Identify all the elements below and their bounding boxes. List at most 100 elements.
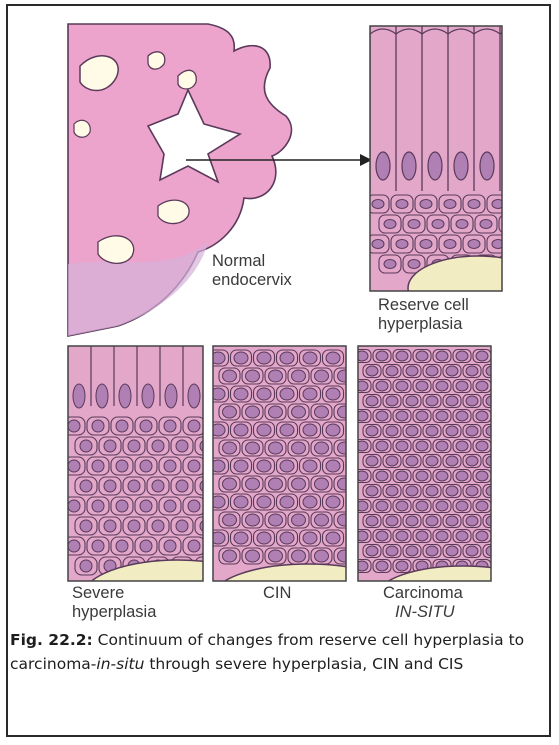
cis-nucleus (406, 516, 418, 526)
cis-nucleus (366, 456, 378, 466)
cin-nucleus (269, 550, 283, 562)
cis-nucleus (386, 546, 398, 556)
severe-nucleus (116, 500, 128, 512)
cis-nucleus (366, 516, 378, 526)
cis-nucleus (446, 456, 458, 466)
severe-nucleus (68, 540, 80, 552)
cis-nucleus (416, 411, 428, 421)
basal-nucleus (444, 200, 456, 209)
cin-nucleus (246, 442, 260, 454)
severe-nucleus (80, 560, 92, 572)
reserve-cell-panel (367, 26, 548, 320)
cis-nucleus (466, 486, 478, 496)
nucleus (506, 152, 520, 180)
severe-nucleus (80, 440, 92, 452)
basal-nucleus (468, 240, 480, 249)
cin-nucleus (315, 406, 329, 418)
label-carcinoma-in-situ: Carcinoma IN-SITU (383, 584, 463, 622)
label-carcinoma-line1: Carcinoma (383, 584, 463, 603)
severe-nucleus (200, 440, 212, 452)
cin-nucleus (269, 442, 283, 454)
severe-nucleus (92, 500, 104, 512)
cin-nucleus (246, 478, 260, 490)
severe-nucleus (152, 440, 164, 452)
cin-nucleus (326, 424, 340, 436)
severe-nucleus (140, 420, 152, 432)
cis-nucleus (456, 531, 468, 541)
cis-nucleus (376, 531, 388, 541)
cis-nucleus (486, 426, 498, 436)
basal-nucleus (396, 240, 408, 249)
cin-nucleus (257, 424, 271, 436)
cis-nucleus (456, 441, 468, 451)
basal-nucleus (504, 260, 516, 269)
cis-nucleus (416, 441, 428, 451)
cin-nucleus (338, 478, 352, 490)
cin-nucleus (280, 532, 294, 544)
label-severe-hyperplasia: Severe hyperplasia (72, 584, 156, 622)
severe-nucleus (92, 540, 104, 552)
cis-nucleus (446, 516, 458, 526)
cis-nucleus (476, 531, 488, 541)
cis-nucleus (386, 366, 398, 376)
nucleus (402, 152, 416, 180)
cin-nucleus (246, 406, 260, 418)
cis-nucleus (486, 366, 498, 376)
label-reserve-line2: hyperplasia (378, 315, 469, 334)
cis-nucleus (446, 366, 458, 376)
basal-nucleus (420, 200, 432, 209)
cis-nucleus (456, 351, 468, 361)
cis-nucleus (416, 381, 428, 391)
cin-nucleus (292, 370, 306, 382)
cin-nucleus (280, 496, 294, 508)
severe-nucleus (92, 420, 104, 432)
basal-nucleus (384, 260, 396, 269)
severe-nucleus (164, 500, 176, 512)
severe-nucleus (68, 420, 80, 432)
cin-nucleus (292, 550, 306, 562)
basal-nucleus (396, 200, 408, 209)
cin-nucleus (234, 532, 248, 544)
cin-nucleus (315, 370, 329, 382)
cin-nucleus (269, 478, 283, 490)
label-normal-line1: Normal (212, 252, 292, 271)
cis-nucleus (436, 471, 448, 481)
severe-nucleus (188, 420, 200, 432)
severe-nucleus (128, 440, 140, 452)
basal-nucleus (480, 220, 492, 229)
severe-nucleus (68, 460, 80, 472)
cin-nucleus (292, 478, 306, 490)
cin-nucleus (315, 442, 329, 454)
cin-nucleus (338, 550, 352, 562)
cin-nucleus (303, 424, 317, 436)
severe-nucleus (116, 540, 128, 552)
cis-nucleus (426, 456, 438, 466)
cis-nucleus (486, 486, 498, 496)
cis-nucleus (366, 486, 378, 496)
cis-nucleus (426, 396, 438, 406)
basal-nucleus (504, 220, 516, 229)
cis-nucleus (476, 471, 488, 481)
cis-nucleus (426, 516, 438, 526)
cis-nucleus (376, 351, 388, 361)
cis-nucleus (386, 516, 398, 526)
cis-nucleus (436, 441, 448, 451)
severe-nucleus (188, 460, 200, 472)
cis-nucleus (486, 456, 498, 466)
cis-nucleus (426, 426, 438, 436)
cin-nucleus (269, 514, 283, 526)
cis-nucleus (376, 561, 388, 571)
cis-nucleus (466, 456, 478, 466)
cis-nucleus (426, 366, 438, 376)
cis-nucleus (426, 546, 438, 556)
cis-nucleus (376, 471, 388, 481)
label-normal-endocervix: Normal endocervix (212, 252, 292, 290)
cis-nucleus (466, 426, 478, 436)
label-severe-line2: hyperplasia (72, 603, 156, 622)
cin-nucleus (257, 460, 271, 472)
severe-nucleus (152, 520, 164, 532)
cis-nucleus (386, 486, 398, 496)
cin-nucleus (280, 352, 294, 364)
severe-nucleus (200, 480, 212, 492)
basal-nucleus (444, 240, 456, 249)
